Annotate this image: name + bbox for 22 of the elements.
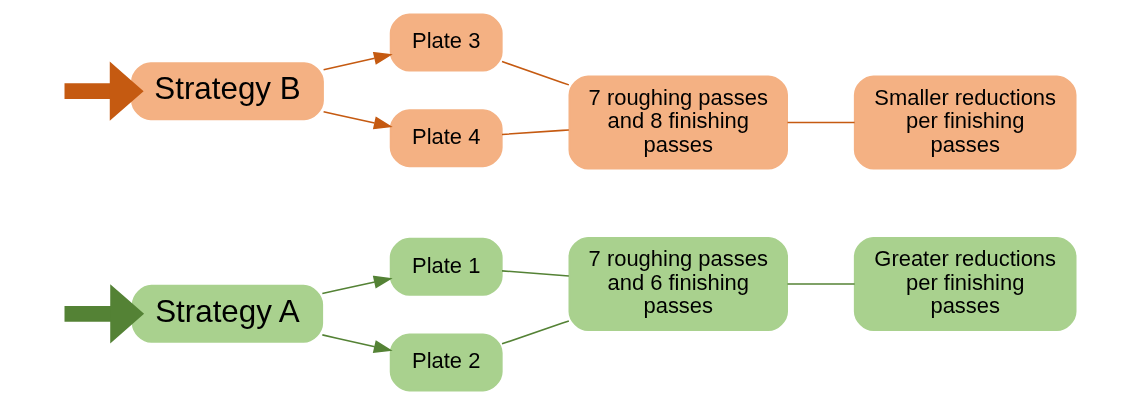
node-box: Strategy A [131,284,323,343]
node-box: Strategy B [130,62,324,121]
connector [500,320,570,345]
node-box: Plate 3 [389,13,503,72]
node-box: 7 roughing passes and 8 finishing passes [568,75,788,170]
arrow [322,52,393,71]
node-box: Greater reductions per finishing passes [853,237,1076,332]
node-box: Plate 1 [389,237,503,296]
arrow [64,284,144,344]
connector [500,129,570,136]
connector [500,270,570,277]
arrow [64,61,144,121]
node-box: 7 roughing passes and 6 finishing passes [568,237,788,332]
arrow [322,111,393,130]
node-box: Plate 4 [389,109,503,168]
node-box: Smaller reductions per finishing passes [853,75,1076,170]
arrow [321,275,393,295]
node-box: Plate 2 [389,333,503,392]
arrow [321,334,393,353]
connector [786,121,855,124]
connector [500,60,570,86]
connector [786,283,855,285]
